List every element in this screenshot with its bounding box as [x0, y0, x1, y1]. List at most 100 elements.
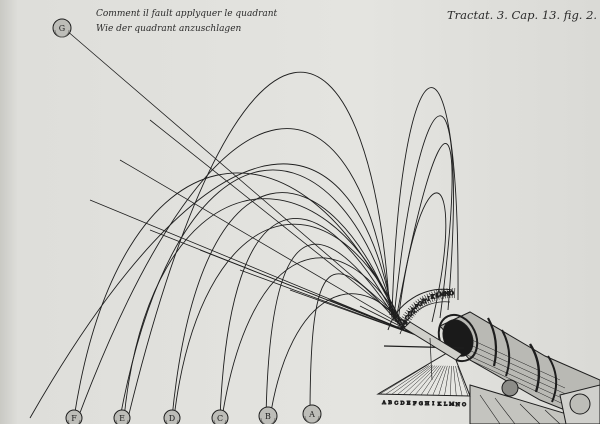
- quadrant-scale-ticks: [397, 287, 456, 330]
- sight-lines: [65, 29, 425, 339]
- lower-letter: N: [456, 402, 461, 408]
- scale-tick: [417, 299, 424, 308]
- scale-tick: [411, 304, 419, 312]
- barrel-ring: [487, 317, 498, 367]
- trajectory-curve: [265, 243, 403, 419]
- lower-letter: M: [449, 402, 454, 408]
- fan-tick: [409, 365, 438, 395]
- sight-line: [119, 159, 425, 339]
- scale-letter: E: [411, 308, 415, 314]
- scale-tick: [446, 288, 449, 299]
- lower-letter: F: [413, 401, 417, 407]
- fan-tick: [403, 365, 436, 395]
- trajectory-curve: [123, 198, 403, 419]
- lower-fan-ticks: [379, 365, 469, 397]
- quadrant-arc-outer: [387, 288, 453, 331]
- point-label: E: [119, 414, 125, 423]
- lower-letter: G: [419, 401, 423, 407]
- plumb-line: [429, 337, 433, 381]
- lower-letter: A: [381, 400, 386, 406]
- scale-tick: [431, 291, 436, 302]
- lower-letter: C: [394, 400, 398, 406]
- scale-tick: [413, 302, 421, 311]
- trajectory-curve: [219, 218, 401, 419]
- scale-tick: [409, 305, 418, 314]
- trajectory-curve: [127, 71, 391, 419]
- scale-tick: [400, 318, 410, 324]
- scale-tick: [441, 288, 444, 299]
- scale-tick: [428, 292, 434, 302]
- trajectory-curve: [391, 87, 459, 317]
- wheel-hub: [569, 393, 591, 415]
- trajectory-curve: [171, 192, 399, 419]
- scale-letter: G: [418, 302, 422, 308]
- scale-tick: [401, 316, 411, 322]
- point-marker-c: C: [211, 409, 229, 424]
- sight-line: [89, 199, 425, 339]
- scale-letter: I: [427, 297, 429, 303]
- cannon-trunnion: [501, 379, 519, 397]
- trajectory-curve: [77, 128, 393, 419]
- trajectory-curve: [173, 223, 405, 419]
- point-label: F: [71, 414, 77, 423]
- fan-tick: [397, 365, 434, 395]
- point-marker-g: G: [52, 18, 72, 38]
- scale-letter: A: [400, 324, 406, 330]
- lower-letter: I: [432, 401, 434, 407]
- scale-letter: K: [431, 295, 436, 301]
- scale-tick: [403, 314, 412, 321]
- trajectory-curve: [29, 163, 395, 419]
- sight-line: [289, 289, 425, 339]
- lower-letter: B: [388, 400, 392, 406]
- point-label: C: [217, 414, 223, 423]
- lower-letter: E: [407, 401, 411, 407]
- lower-letter: K: [438, 401, 442, 407]
- fan-tick: [426, 365, 444, 396]
- barrel-ring: [501, 329, 511, 377]
- fan-tick: [385, 365, 429, 395]
- scale-letter: F: [415, 305, 419, 311]
- fan-tick: [444, 365, 450, 396]
- quadrant-leg: [403, 321, 463, 361]
- fan-tick: [457, 366, 469, 397]
- fan-tick: [415, 365, 440, 395]
- scale-tick: [415, 300, 423, 309]
- point-label: A: [308, 410, 315, 419]
- sight-line: [65, 29, 425, 339]
- trajectory-curve: [395, 143, 453, 321]
- point-label: B: [265, 412, 271, 421]
- trajectory-curve: [397, 192, 447, 323]
- fan-tick: [432, 365, 446, 396]
- scale-letter: N: [444, 291, 449, 297]
- scale-letter: D: [408, 312, 413, 318]
- point-label: G: [59, 24, 65, 33]
- scale-tick: [438, 289, 442, 300]
- trajectory-curve: [119, 169, 397, 419]
- sight-line: [149, 119, 425, 339]
- point-marker-a: A: [302, 404, 322, 424]
- sight-line: [329, 299, 425, 339]
- fan-tick: [438, 365, 448, 396]
- trajectory-curve: [73, 172, 401, 419]
- figure-reference: Tractat. 3. Cap. 13. fig. 2.: [447, 8, 598, 22]
- lower-letter: O: [462, 402, 466, 408]
- lower-letter: D: [400, 400, 404, 406]
- barrel-ring: [547, 355, 558, 403]
- scale-tick: [433, 290, 438, 301]
- scale-tick: [419, 297, 426, 307]
- carriage-detail: [479, 394, 561, 424]
- scale-letter: H: [422, 299, 427, 305]
- scale-tick: [444, 288, 446, 299]
- scale-letter: C: [405, 316, 409, 322]
- trajectory-curve: [309, 273, 405, 419]
- fan-tick: [379, 365, 427, 395]
- point-marker-b: B: [258, 406, 278, 424]
- lower-letter: L: [444, 402, 448, 408]
- fan-tick: [453, 365, 457, 396]
